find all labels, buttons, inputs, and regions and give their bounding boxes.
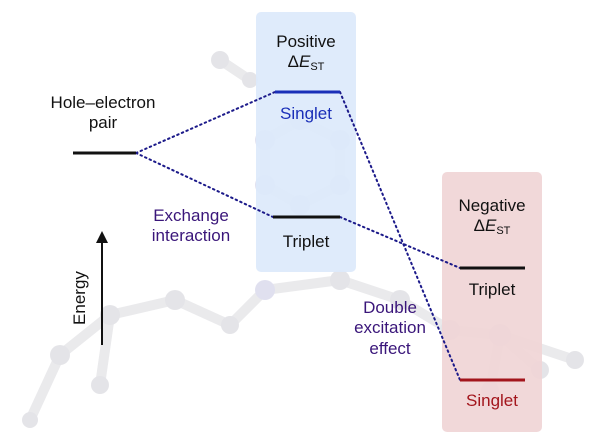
positive-word: Positive: [276, 32, 336, 51]
exchange-interaction-label: Exchange interaction: [136, 206, 246, 247]
negative-delta-est: ΔEST: [473, 216, 511, 238]
negative-gap-box: [442, 172, 542, 432]
positive-gap-box: [256, 12, 356, 272]
connector-pair-to-singlet: [135, 91, 276, 154]
hole-electron-line1: Hole–electron: [50, 93, 156, 112]
positive-triplet-label: Triplet: [282, 232, 330, 251]
positive-gap-title: Positive ΔEST: [256, 32, 356, 75]
hole-electron-label: Hole–electron pair: [28, 93, 178, 134]
double-line2: excitation: [354, 318, 426, 338]
connector-triplet-to-triplet: [339, 216, 461, 269]
double-excitation-label: Double excitation effect: [340, 298, 440, 359]
negative-word: Negative: [458, 196, 526, 215]
negative-gap-title: Negative ΔEST: [442, 196, 542, 239]
positive-delta-est: ΔEST: [287, 52, 325, 74]
double-line1: Double: [363, 298, 417, 317]
negative-triplet-label: Triplet: [468, 280, 516, 299]
connector-singlet-to-singlet: [339, 91, 461, 381]
connector-pair-to-triplet: [135, 152, 274, 218]
positive-singlet-label: Singlet: [280, 104, 332, 123]
exchange-line1: Exchange: [153, 206, 229, 225]
negative-singlet-label: Singlet: [466, 391, 518, 410]
exchange-line2: interaction: [151, 226, 231, 246]
hole-electron-line2: pair: [88, 113, 118, 133]
double-line3: effect: [369, 338, 411, 358]
energy-axis-label: Energy: [70, 271, 89, 325]
